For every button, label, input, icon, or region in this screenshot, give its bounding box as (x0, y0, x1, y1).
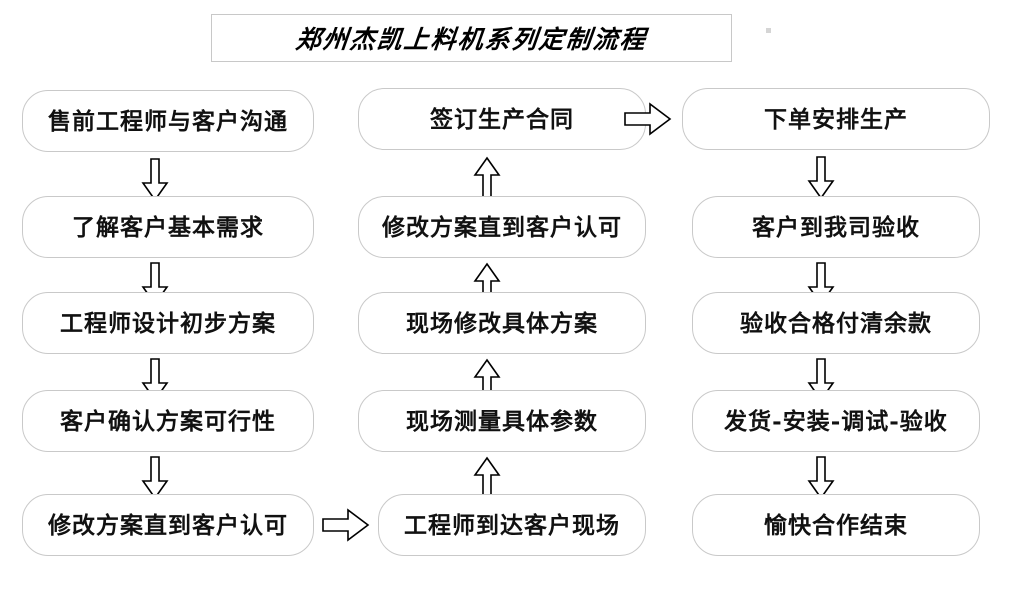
node-right-2[interactable]: 客户到我司验收 (692, 196, 980, 258)
node-right-1[interactable]: 下单安排生产 (682, 88, 990, 150)
down-arrow-icon (140, 456, 170, 500)
node-left-2[interactable]: 了解客户基本需求 (22, 196, 314, 258)
node-left-5[interactable]: 修改方案直到客户认可 (22, 494, 314, 556)
up-arrow-icon (472, 156, 502, 200)
node-label: 工程师到达客户现场 (404, 511, 620, 539)
node-right-5[interactable]: 愉快合作结束 (692, 494, 980, 556)
node-label: 修改方案直到客户认可 (48, 511, 288, 539)
node-right-3[interactable]: 验收合格付清余款 (692, 292, 980, 354)
artifact-speck (766, 28, 771, 33)
node-label: 修改方案直到客户认可 (382, 213, 622, 241)
node-middle-2[interactable]: 修改方案直到客户认可 (358, 196, 646, 258)
down-arrow-icon (806, 456, 836, 500)
node-label: 签订生产合同 (430, 105, 574, 133)
node-middle-5[interactable]: 工程师到达客户现场 (378, 494, 646, 556)
node-label: 了解客户基本需求 (72, 213, 264, 241)
node-label: 下单安排生产 (764, 105, 908, 133)
down-arrow-icon (140, 158, 170, 202)
node-right-4[interactable]: 发货-安装-调试-验收 (692, 390, 980, 452)
node-middle-3[interactable]: 现场修改具体方案 (358, 292, 646, 354)
node-middle-1[interactable]: 签订生产合同 (358, 88, 646, 150)
node-label: 工程师设计初步方案 (60, 309, 276, 337)
chart-title-box: 郑州杰凯上料机系列定制流程 (211, 14, 732, 62)
node-label: 售前工程师与客户沟通 (48, 107, 288, 135)
node-label: 现场测量具体参数 (406, 407, 598, 435)
node-label: 验收合格付清余款 (740, 309, 932, 337)
down-arrow-icon (806, 156, 836, 200)
right-arrow-icon (624, 102, 672, 136)
node-left-3[interactable]: 工程师设计初步方案 (22, 292, 314, 354)
node-label: 发货-安装-调试-验收 (724, 407, 948, 435)
right-arrow-icon (322, 508, 370, 542)
node-label: 客户确认方案可行性 (60, 407, 276, 435)
node-middle-4[interactable]: 现场测量具体参数 (358, 390, 646, 452)
node-label: 客户到我司验收 (752, 213, 920, 241)
chart-title: 郑州杰凯上料机系列定制流程 (294, 25, 649, 54)
node-left-1[interactable]: 售前工程师与客户沟通 (22, 90, 314, 152)
node-label: 现场修改具体方案 (406, 309, 598, 337)
node-left-4[interactable]: 客户确认方案可行性 (22, 390, 314, 452)
node-label: 愉快合作结束 (764, 511, 908, 539)
